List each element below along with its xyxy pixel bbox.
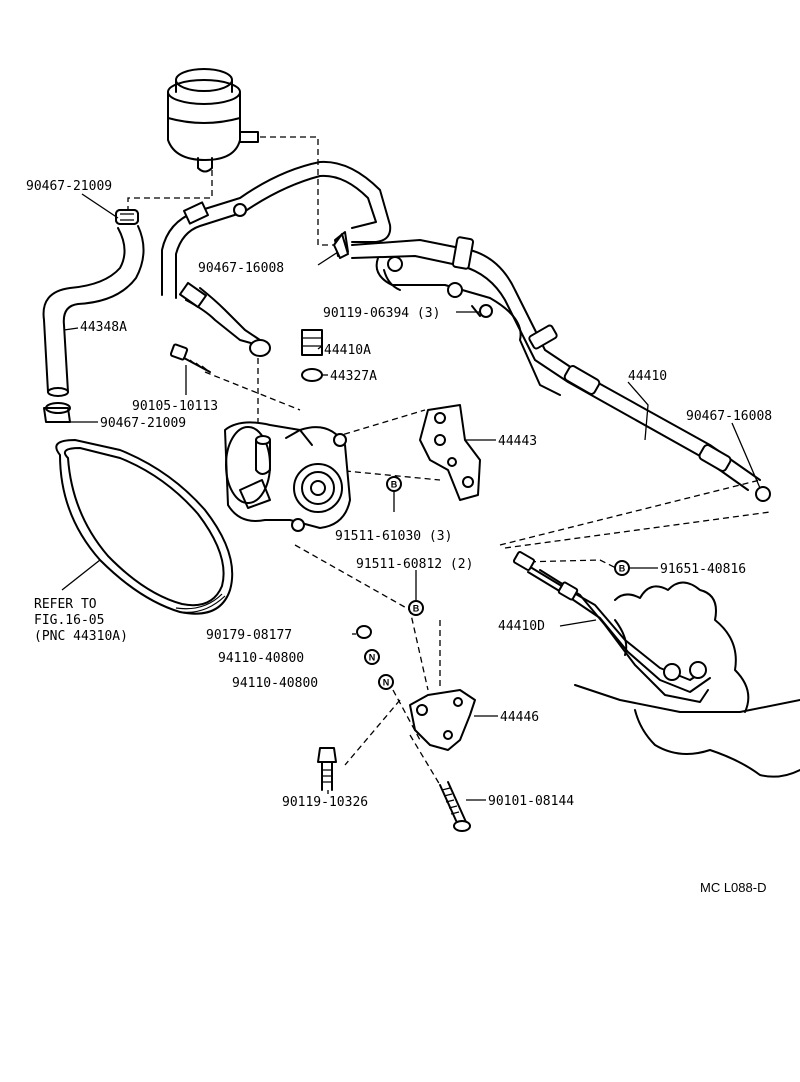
label-90467-21009-lower: 90467-21009 — [100, 416, 186, 431]
washer-90179-08177[interactable] — [356, 625, 372, 639]
svg-text:B: B — [391, 480, 398, 490]
pressure-pipe-44410[interactable] — [351, 236, 771, 502]
label-91511-60812: 91511-60812 (2) — [356, 557, 473, 572]
label-90467-16008-lower: 90467-16008 — [686, 409, 772, 424]
label-94110-40800-upper: 94110-40800 — [218, 651, 304, 666]
hose-44348A[interactable] — [42, 209, 145, 423]
bolt-90119-10326[interactable] — [317, 747, 337, 791]
bracket-44446[interactable] — [409, 689, 476, 751]
power-steering-pump[interactable] — [224, 421, 351, 532]
label-44348A: 44348A — [80, 320, 127, 335]
reference-line-2: FIG.16-05 — [34, 613, 104, 628]
label-90119-10326: 90119-10326 — [282, 795, 368, 810]
label-90179-08177: 90179-08177 — [206, 628, 292, 643]
bracket-44443[interactable] — [419, 404, 481, 501]
pressure-tube-44410D[interactable] — [512, 551, 711, 703]
label-44410D: 44410D — [498, 619, 545, 634]
label-90105-10113: 90105-10113 — [132, 399, 218, 414]
reference-line-1: REFER TO — [34, 597, 97, 612]
label-44327A: 44327A — [330, 369, 377, 384]
label-44446: 44446 — [500, 710, 539, 725]
label-94110-40800-lower: 94110-40800 — [232, 676, 318, 691]
label-44410A: 44410A — [324, 343, 371, 358]
bolt-symbol-91511-61030[interactable]: B — [386, 476, 402, 492]
label-90467-21009-upper: 90467-21009 — [26, 179, 112, 194]
label-91651-40816: 91651-40816 — [660, 562, 746, 577]
reservoir-tank[interactable] — [167, 68, 259, 173]
bolt-symbol-91651-40816[interactable]: B — [614, 560, 630, 576]
label-44410: 44410 — [628, 369, 667, 384]
svg-text:B: B — [619, 564, 626, 574]
drawing-code: MC L088-D — [700, 880, 766, 895]
svg-text:N: N — [369, 653, 376, 663]
svg-text:N: N — [383, 678, 390, 688]
label-90467-16008-upper: 90467-16008 — [198, 261, 284, 276]
steering-gear-housing — [574, 581, 800, 778]
label-44443: 44443 — [498, 434, 537, 449]
svg-text:B: B — [413, 604, 420, 614]
nut-symbol-94110-40800-lower[interactable]: N — [378, 674, 394, 690]
label-90119-06394: 90119-06394 (3) — [323, 306, 440, 321]
label-91511-61030: 91511-61030 (3) — [335, 529, 452, 544]
label-90101-08144: 90101-08144 — [488, 794, 574, 809]
bolt-symbol-91511-60812[interactable]: B — [408, 600, 424, 616]
bolt-90105-10113[interactable] — [169, 343, 211, 373]
reference-line-3: (PNC 44310A) — [34, 629, 128, 644]
nut-symbol-94110-40800-upper[interactable]: N — [364, 649, 380, 665]
leader-lines — [61, 193, 761, 801]
dashed-guides — [127, 136, 771, 786]
clamp-90467-21009-upper[interactable] — [115, 209, 139, 225]
bolt-90101-08144[interactable] — [439, 781, 471, 832]
drive-belt[interactable] — [55, 439, 234, 615]
bolt-90119-06394[interactable] — [471, 304, 493, 318]
